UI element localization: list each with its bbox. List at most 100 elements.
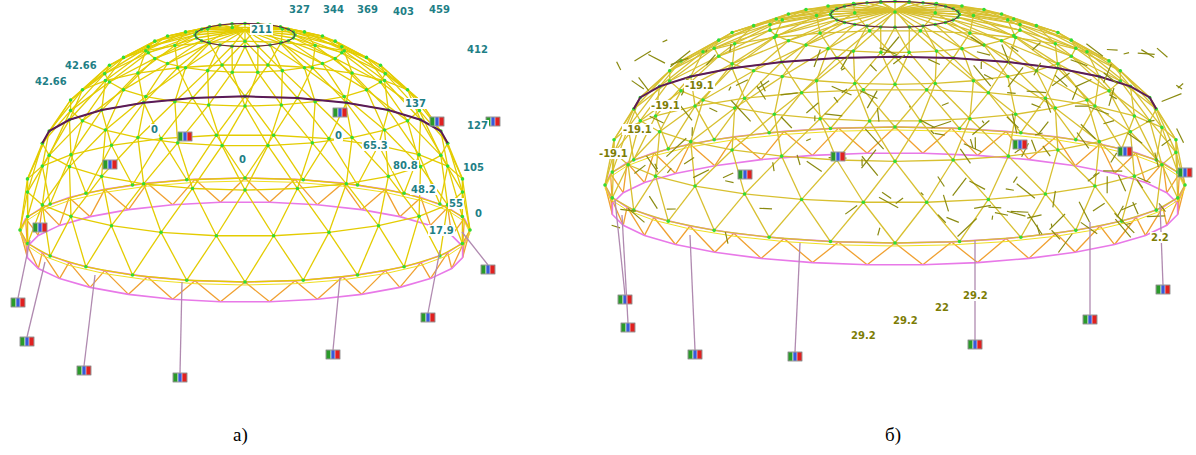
dome-member: [42, 155, 71, 166]
dome-member: [329, 184, 346, 233]
force-diagram: [736, 80, 748, 86]
dome-node: [853, 82, 857, 86]
dome-member: [691, 142, 732, 150]
dome-member: [82, 90, 123, 121]
force-diagram: [797, 155, 800, 165]
dome-member: [935, 24, 984, 45]
dome-member: [280, 43, 304, 68]
dome-node: [893, 10, 897, 14]
force-diagram: [760, 208, 773, 210]
dome-member: [281, 102, 315, 105]
dome-member: [1095, 106, 1122, 149]
dome-member: [927, 58, 953, 90]
dome-member: [1002, 41, 1037, 71]
dome-node: [185, 178, 189, 182]
dome-node: [47, 154, 51, 158]
dome-node: [281, 69, 285, 73]
dome-node: [84, 265, 88, 269]
force-diagram: [628, 208, 644, 222]
dome-node: [815, 14, 819, 18]
dome-node: [301, 278, 305, 282]
force-diagram: [761, 81, 766, 91]
dome-member: [1122, 176, 1135, 221]
dome-node: [303, 30, 307, 34]
dome-member: [245, 47, 258, 73]
dome-member: [962, 45, 984, 49]
dome-member: [691, 108, 735, 142]
dome-member: [82, 81, 105, 90]
force-diagram: [612, 225, 620, 228]
dome-node: [340, 45, 344, 49]
dome-node: [612, 138, 616, 142]
dome-member: [216, 235, 273, 236]
support-frame: [173, 373, 187, 382]
force-diagram: [867, 91, 877, 108]
force-diagram: [942, 103, 949, 106]
dome-member: [245, 146, 268, 190]
dome-member: [1076, 221, 1122, 230]
dome-member: [462, 217, 470, 230]
dome-node: [1007, 154, 1011, 158]
force-value: -19.1: [684, 80, 715, 91]
dome-node: [1018, 23, 1022, 27]
support-part: [342, 108, 347, 117]
dome-member: [776, 36, 788, 41]
dome-member: [304, 68, 344, 97]
dome-member: [769, 199, 801, 237]
support-part: [1083, 315, 1088, 324]
force-diagram: [1081, 124, 1096, 139]
dome-member: [71, 216, 111, 225]
column: [690, 235, 695, 350]
force-diagram: [975, 137, 976, 149]
dome-member: [245, 105, 281, 106]
dome-member: [216, 190, 245, 236]
force-value: 29.2: [892, 315, 919, 326]
dome-node: [340, 51, 344, 55]
column: [1089, 222, 1090, 315]
support-part: [968, 340, 973, 349]
force-diagram: [1176, 85, 1182, 89]
dome-member: [895, 160, 953, 161]
dome-member: [322, 64, 344, 97]
dome-node: [668, 69, 672, 73]
dome-member: [441, 143, 448, 155]
force-diagram: [1077, 132, 1089, 148]
force-diagram: [865, 129, 883, 149]
dome-member: [988, 199, 1020, 237]
dome-member: [71, 155, 86, 194]
view-b: [603, 0, 1192, 361]
support-frame: [20, 337, 34, 346]
dome-member: [1150, 109, 1157, 121]
dome-member: [440, 243, 462, 256]
dome-member: [1175, 140, 1176, 153]
dome-member: [49, 155, 69, 166]
dome-node: [356, 183, 360, 187]
dome-member: [274, 188, 298, 235]
support-frame: [1083, 315, 1097, 324]
dome-member: [895, 84, 920, 121]
dome-member: [20, 179, 28, 230]
support-frame: [430, 117, 444, 126]
dome-member: [268, 146, 298, 189]
dome-member: [270, 45, 282, 71]
column: [428, 250, 440, 313]
support-part: [439, 117, 444, 126]
dome-node: [826, 4, 830, 8]
dome-node: [311, 141, 315, 145]
dome-member: [232, 72, 257, 73]
dome-node: [1012, 34, 1016, 38]
dome-node: [417, 153, 421, 157]
dome-member: [155, 58, 168, 63]
dome-member: [186, 43, 210, 68]
dome-node: [603, 183, 607, 187]
dome-node: [1035, 24, 1039, 28]
dome-member: [802, 199, 831, 241]
dome-node: [173, 44, 177, 48]
dome-member: [863, 89, 926, 90]
dome-member: [853, 27, 880, 51]
dome-node: [1093, 104, 1097, 108]
force-diagram: [773, 162, 774, 171]
dome-member: [953, 156, 1008, 160]
support-symbol: [178, 132, 192, 141]
